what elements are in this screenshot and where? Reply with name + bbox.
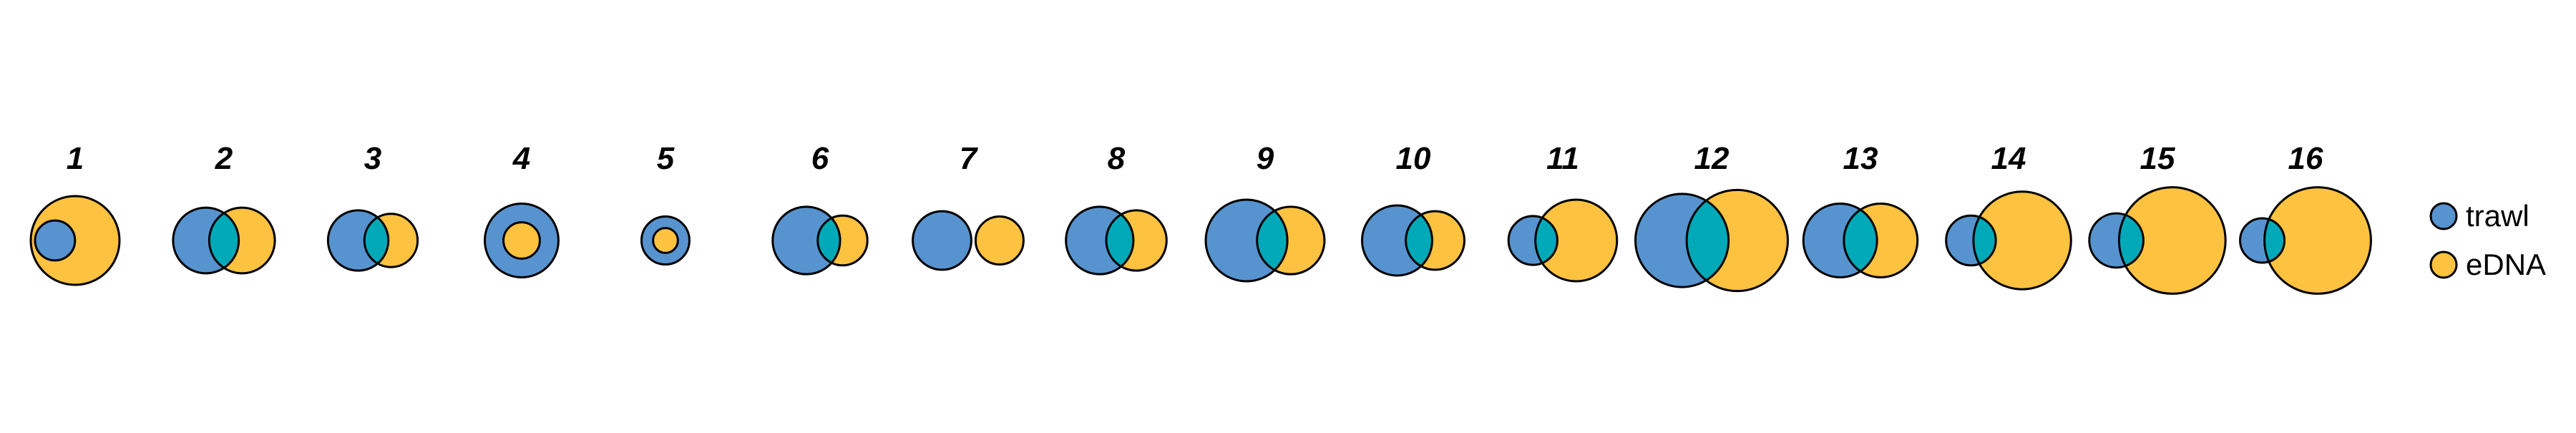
panel-label: 4 (512, 141, 530, 176)
venn-panel: 11 (1507, 141, 1619, 283)
panel-label: 3 (364, 141, 381, 176)
trawl-outline (1507, 215, 1558, 266)
panel-label: 1 (67, 141, 84, 176)
panel-label: 7 (960, 141, 979, 176)
venn-panel: 1 (29, 141, 121, 286)
overlap-region (1687, 193, 1729, 288)
trawl-outline (912, 210, 972, 271)
overlap-region (209, 208, 239, 273)
legend-swatch-edna (2429, 250, 2458, 279)
venn-panel: 15 (2088, 141, 2227, 295)
venn-panel: 8 (1065, 141, 1168, 276)
edna-outline (1105, 209, 1168, 272)
trawl-outline (640, 215, 691, 266)
trawl-outline (2239, 217, 2286, 264)
panel-label: 12 (1694, 141, 1729, 176)
overlap-region (364, 213, 389, 268)
panel-label: 9 (1257, 141, 1274, 176)
edna-outline (1843, 203, 1919, 278)
edna-outline (2263, 186, 2372, 295)
venn-panel: 14 (1945, 141, 2072, 291)
edna-circle (1535, 199, 1617, 282)
panel-label: 16 (2288, 141, 2323, 176)
venn-panel: 7 (912, 141, 1025, 271)
edna-outline (29, 195, 121, 286)
venn-panel: 2 (172, 141, 276, 275)
legend-label-edna: eDNA (2466, 248, 2546, 281)
overlap-region (1843, 203, 1878, 278)
panel-label: 8 (1108, 141, 1126, 176)
panel-label: 13 (1843, 141, 1878, 176)
trawl-outline (1802, 203, 1878, 278)
edna-circle (2264, 187, 2371, 294)
edna-outline (502, 221, 541, 260)
trawl-outline (484, 203, 560, 278)
edna-outline (1972, 190, 2072, 291)
panel-label: 11 (1546, 141, 1579, 176)
trawl-outline (1361, 204, 1433, 277)
edna-circle (653, 228, 678, 253)
edna-outline (1534, 198, 1619, 283)
venn-panel: 13 (1802, 141, 1919, 278)
edna-circle (503, 222, 540, 259)
edna-outline (2117, 186, 2227, 295)
trawl-outline (2088, 212, 2145, 269)
legend: trawl eDNA (2429, 199, 2546, 281)
edna-outline (652, 227, 679, 254)
edna-circle (975, 216, 1024, 265)
edna-outline (816, 214, 869, 267)
venn-panel: 6 (771, 141, 869, 276)
edna-outline (208, 206, 276, 275)
panel-label: 6 (811, 141, 829, 176)
panel-label: 5 (657, 141, 675, 176)
overlap-region (1405, 211, 1433, 270)
edna-outline (974, 215, 1025, 266)
panel-label: 10 (1396, 141, 1431, 176)
legend-swatch-trawl (2429, 202, 2458, 230)
trawl-outline (1945, 214, 1997, 267)
trawl-outline (771, 205, 841, 276)
panel-label: 14 (1991, 141, 2026, 176)
trawl-outline (326, 209, 390, 272)
trawl-outline (1065, 205, 1135, 276)
edna-outline (1405, 210, 1465, 271)
trawl-outline (172, 206, 240, 275)
venn-panel: 3 (326, 141, 419, 272)
panel-label: 2 (215, 141, 233, 176)
edna-circle (1973, 191, 2072, 290)
legend-label-trawl: trawl (2466, 199, 2529, 233)
venn-panel: 10 (1361, 141, 1465, 277)
overlap-region (1257, 206, 1288, 275)
panel-label: 15 (2140, 141, 2175, 176)
trawl-outline (34, 219, 77, 262)
overlap-region (1106, 210, 1133, 271)
venn-panel: 9 (1204, 141, 1326, 283)
venn-panel: 5 (640, 141, 691, 266)
edna-outline (1256, 205, 1326, 276)
edna-outline (363, 213, 419, 268)
trawl-outline (1634, 193, 1730, 288)
venn-panel: 4 (484, 141, 560, 278)
edna-outline (1685, 188, 1789, 293)
edna-circle (2119, 187, 2226, 294)
trawl-outline (1204, 198, 1289, 283)
overlap-region (817, 215, 841, 266)
legend-item-edna: eDNA (2429, 248, 2546, 281)
trawl-circle (912, 211, 972, 270)
venn-panel: 16 (2239, 141, 2372, 295)
trawl-circle (35, 220, 75, 261)
venn-panel: 12 (1634, 141, 1789, 293)
legend-item-trawl: trawl (2429, 199, 2529, 233)
